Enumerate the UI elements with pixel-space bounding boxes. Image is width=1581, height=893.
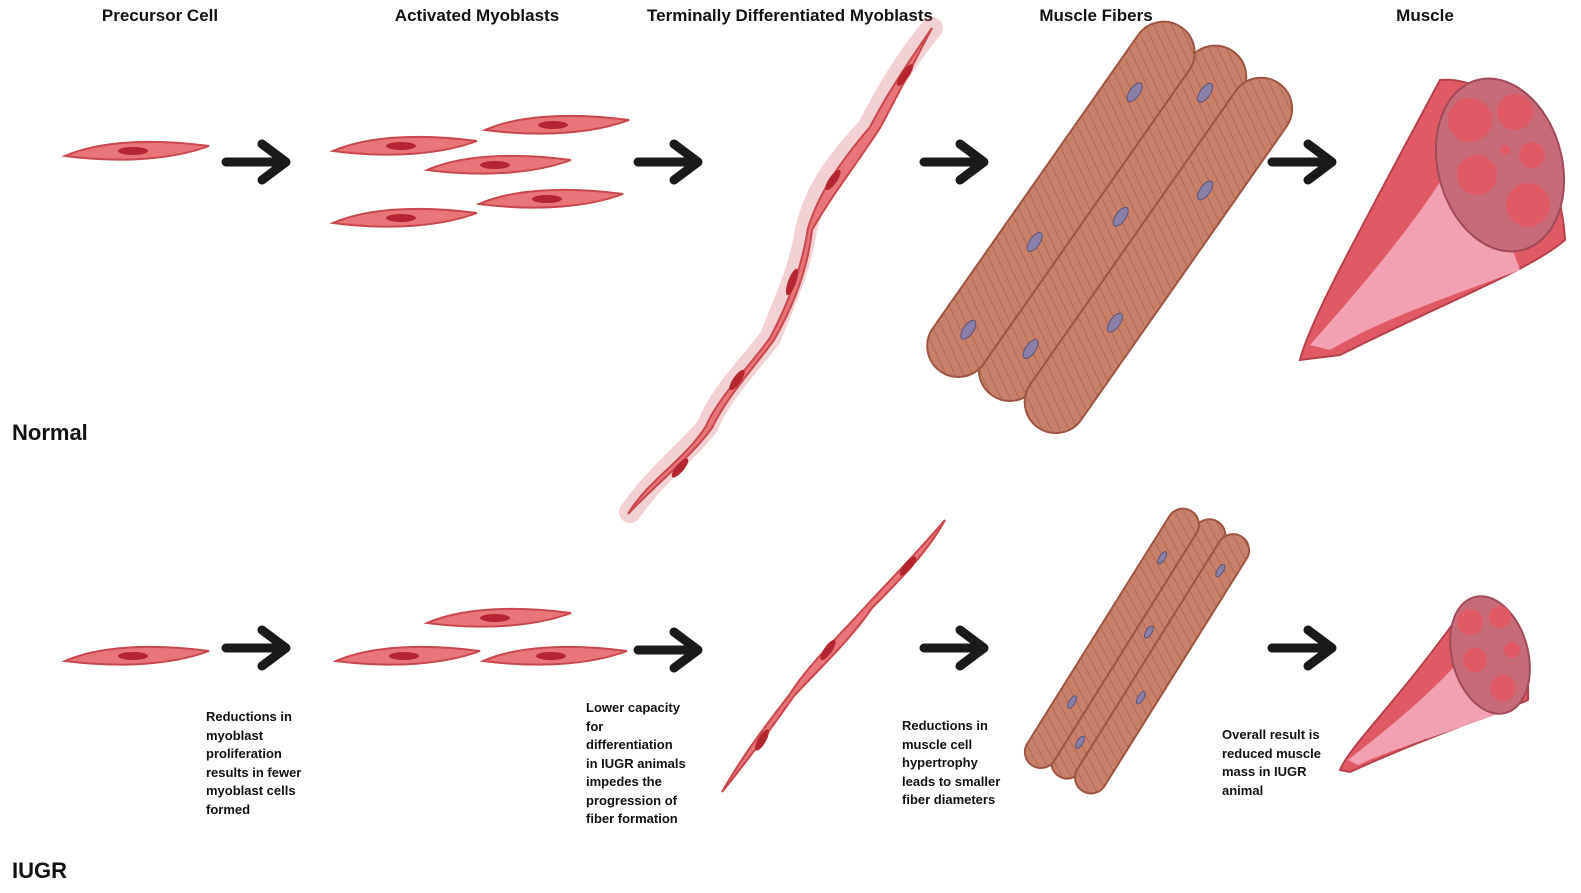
note-line: formed [206,801,301,820]
normal-arrow-1 [226,144,286,180]
note-line: fiber diameters [902,791,1000,810]
iugr-arrow-4 [1272,630,1332,666]
note-line: mass in IUGR [1222,763,1321,782]
iugr-arrow-1 [226,630,286,666]
normal-muscle [1300,64,1581,360]
note-line: in IUGR animals [586,755,686,774]
note-line: Reductions in [902,717,1000,736]
note-line: hypertrophy [902,754,1000,773]
iugr-arrow-3 [924,630,984,666]
note-line: myoblast [206,727,301,746]
normal-differentiated-chain [628,28,932,514]
note-differentiation: Lower capacity for differentiation in IU… [586,699,686,829]
note-line: Lower capacity [586,699,686,718]
note-line: myoblast cells [206,782,301,801]
note-line: muscle cell [902,736,1000,755]
note-line: fiber formation [586,810,686,829]
normal-arrow-2 [638,144,698,180]
normal-precursor-cell [65,142,209,160]
note-line: results in fewer [206,764,301,783]
note-line: impedes the [586,773,686,792]
note-line: Overall result is [1222,726,1321,745]
iugr-precursor-cell [65,647,209,665]
iugr-muscle [1340,587,1542,772]
note-line: leads to smaller [902,773,1000,792]
iugr-muscle-fibers [1019,498,1255,803]
note-result: Overall result is reduced muscle mass in… [1222,726,1321,800]
normal-muscle-fibers [915,1,1304,453]
note-line: for [586,718,686,737]
note-line: progression of [586,792,686,811]
iugr-activated-myoblasts [336,609,627,665]
note-proliferation: Reductions in myoblast proliferation res… [206,708,301,819]
note-line: Reductions in [206,708,301,727]
note-line: animal [1222,782,1321,801]
note-line: reduced muscle [1222,745,1321,764]
note-line: differentiation [586,736,686,755]
note-hypertrophy: Reductions in muscle cell hypertrophy le… [902,717,1000,810]
normal-arrow-4 [1272,144,1332,180]
normal-arrow-3 [924,144,984,180]
note-line: proliferation [206,745,301,764]
iugr-arrow-2 [638,632,698,668]
normal-activated-myoblasts [333,116,629,227]
